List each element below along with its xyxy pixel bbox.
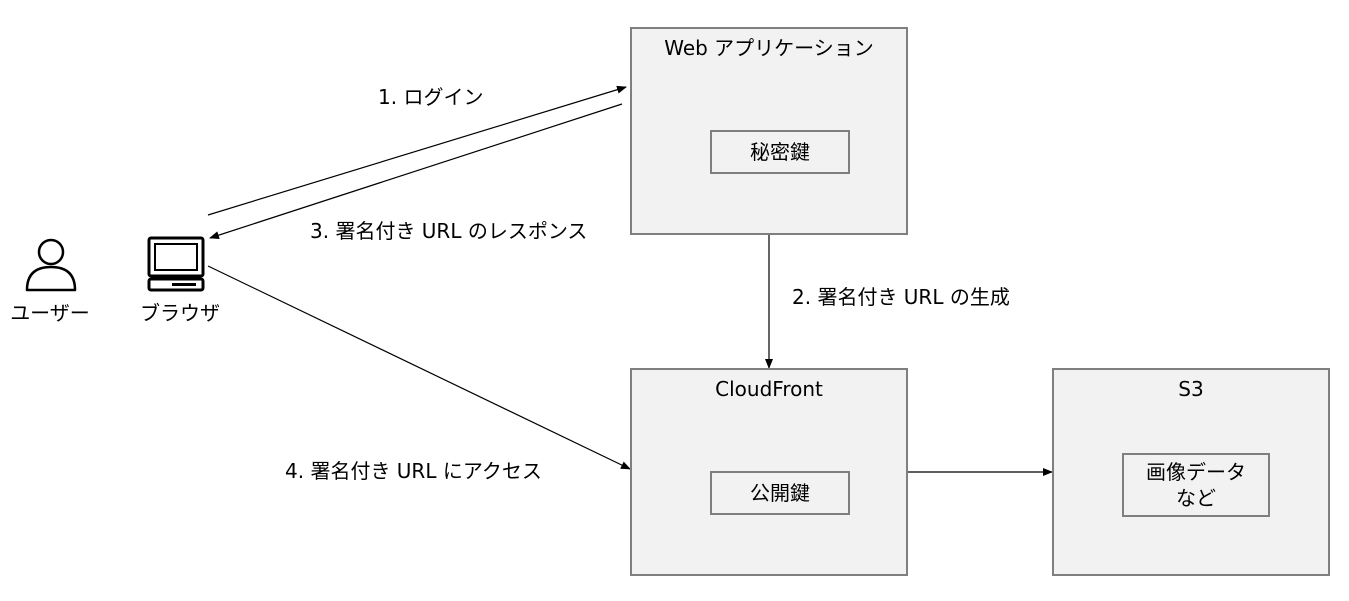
public-key-box: 公開鍵: [710, 471, 850, 515]
cloudfront-title: CloudFront: [715, 377, 823, 401]
s3-title: S3: [1178, 377, 1204, 401]
step-login-label: 1. ログイン: [378, 85, 484, 109]
cloudfront-box: CloudFront 公開鍵: [630, 368, 908, 576]
browser-label: ブラウザ: [140, 301, 220, 325]
step-generate-label: 2. 署名付き URL の生成: [792, 285, 1010, 309]
arrow-response: [209, 103, 623, 240]
computer-icon: [146, 236, 206, 292]
step-response-label: 3. 署名付き URL のレスポンス: [310, 219, 588, 243]
webapp-box: Web アプリケーション 秘密鍵: [630, 27, 908, 235]
arrow-login: [207, 85, 627, 216]
user-label: ユーザー: [10, 301, 90, 325]
user-icon: [24, 236, 78, 292]
arrow-access: [207, 265, 631, 470]
image-data-box: 画像データ など: [1122, 453, 1270, 517]
s3-box: S3 画像データ など: [1052, 368, 1330, 576]
step-access-label: 4. 署名付き URL にアクセス: [285, 459, 542, 483]
webapp-title: Web アプリケーション: [664, 36, 874, 60]
private-key-box: 秘密鍵: [710, 130, 850, 174]
